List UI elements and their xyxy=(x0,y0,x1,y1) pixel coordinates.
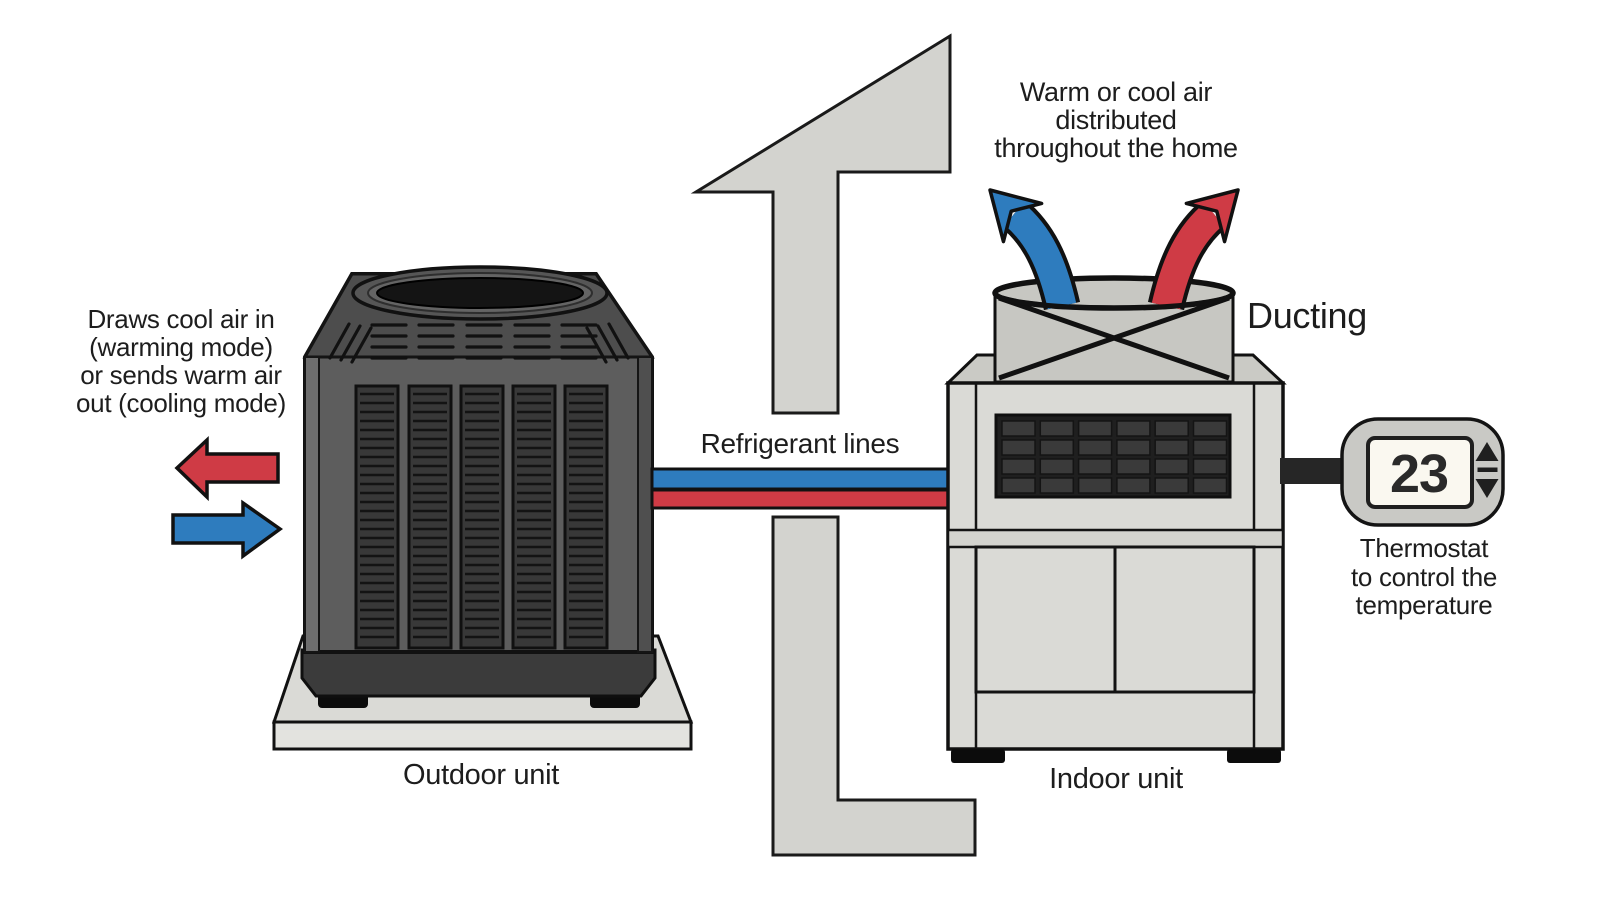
airflow-note-line: Draws cool air in xyxy=(87,304,274,334)
grille-cell xyxy=(1116,458,1151,475)
grille-cell xyxy=(1077,420,1113,437)
grille-cell xyxy=(1039,477,1075,494)
warm-air-supply-arrow-icon xyxy=(1147,188,1240,311)
grille-cell xyxy=(1001,420,1036,437)
thermostat-down-button xyxy=(1475,479,1499,498)
grille-cell xyxy=(1077,439,1113,456)
thermostat-up-button xyxy=(1475,442,1499,461)
indoor-unit-grille xyxy=(1001,420,1228,494)
grille-cell xyxy=(1116,477,1151,494)
grille-cell xyxy=(1077,458,1113,475)
grille-cell xyxy=(1192,458,1228,475)
top-vent-slat xyxy=(596,324,619,362)
concrete-pad-front xyxy=(272,720,693,751)
outdoor-unit-top-vents xyxy=(328,322,630,364)
top-vent-slat xyxy=(585,326,608,364)
outdoor-unit-corner-right xyxy=(637,356,653,653)
grille-cell xyxy=(1039,458,1075,475)
refrigerant-line-red xyxy=(650,488,952,510)
airflow-note-line: (warming mode) xyxy=(89,332,273,362)
grille-cell xyxy=(1001,477,1036,494)
grille-cell xyxy=(1154,458,1189,475)
top-vent-slat xyxy=(328,322,351,360)
thermostat-note-line: Thermostat xyxy=(1360,533,1490,563)
distribution-note-line: throughout the home xyxy=(994,133,1237,163)
outdoor-unit-base xyxy=(300,648,657,698)
cool-air-supply-arrow-icon xyxy=(988,188,1081,311)
outdoor-unit-corner-left xyxy=(304,356,320,653)
airflow-note-line: or sends warm air xyxy=(80,360,282,390)
grille-panel xyxy=(511,384,557,650)
warm-air-out-arrow-icon xyxy=(174,435,280,502)
return-air-duct xyxy=(771,515,977,857)
distribution-note-line: Warm or cool air xyxy=(1020,77,1213,107)
cool-air-in-arrow-icon xyxy=(171,499,284,560)
indoor-unit-foot xyxy=(951,749,1005,763)
refrigerant-lines-label: Refrigerant lines xyxy=(701,428,900,459)
top-vent-slat xyxy=(339,324,362,362)
outdoor-unit xyxy=(271,265,694,751)
thermostat-display xyxy=(1366,436,1474,509)
grille-panel xyxy=(459,384,505,650)
top-vent-slat xyxy=(607,322,630,360)
grille-cell xyxy=(1077,477,1113,494)
grille-panel xyxy=(563,384,609,650)
outdoor-unit-grille xyxy=(354,384,609,650)
grille-panel xyxy=(354,384,400,650)
thermostat-note: Thermostat to control the temperature xyxy=(1351,533,1497,620)
top-vent-slat xyxy=(350,326,373,364)
grille-cell xyxy=(1116,439,1151,456)
grille-cell xyxy=(1039,439,1075,456)
grille-cell xyxy=(1116,420,1151,437)
ducting-label: Ducting xyxy=(1247,295,1367,336)
grille-cell xyxy=(1192,420,1228,437)
thermostat-note-line: temperature xyxy=(1356,590,1493,620)
indoor-unit-trim-band xyxy=(946,528,1285,549)
duct-collar-x-brace xyxy=(998,295,1230,381)
grille-cell xyxy=(1154,420,1189,437)
grille-cell xyxy=(1154,477,1189,494)
indoor-unit xyxy=(944,188,1287,763)
distribution-note: Warm or cool air distributed throughout … xyxy=(994,77,1238,163)
indoor-unit-door-right xyxy=(1113,545,1256,694)
refrigerant-line-blue xyxy=(650,467,952,491)
grille-cell xyxy=(1192,439,1228,456)
grille-cell xyxy=(1001,458,1036,475)
supply-air-up-arrow xyxy=(690,33,952,415)
thermostat-dash xyxy=(1477,467,1498,472)
indoor-unit-label: Indoor unit xyxy=(1049,763,1183,795)
outdoor-unit-label: Outdoor unit xyxy=(403,759,559,791)
thermostat-wire xyxy=(1280,458,1344,484)
thermostat-temperature: 23 xyxy=(1390,444,1448,504)
thermostat-note-line: to control the xyxy=(1351,562,1497,592)
fan-opening xyxy=(376,277,584,309)
grille-panel xyxy=(407,384,453,650)
airflow-note-line: out (cooling mode) xyxy=(76,388,286,418)
grille-cell xyxy=(1039,420,1075,437)
indoor-unit-foot xyxy=(1227,749,1281,763)
airflow-note: Draws cool air in (warming mode) or send… xyxy=(76,304,286,418)
grille-cell xyxy=(1192,477,1228,494)
grille-cell xyxy=(1154,439,1189,456)
thermostat: 23 xyxy=(1280,417,1505,527)
duct-collar-front-rim xyxy=(992,292,1236,311)
grille-cell xyxy=(1001,439,1036,456)
indoor-unit-door-left xyxy=(974,545,1117,694)
distribution-note-line: distributed xyxy=(1055,105,1176,135)
